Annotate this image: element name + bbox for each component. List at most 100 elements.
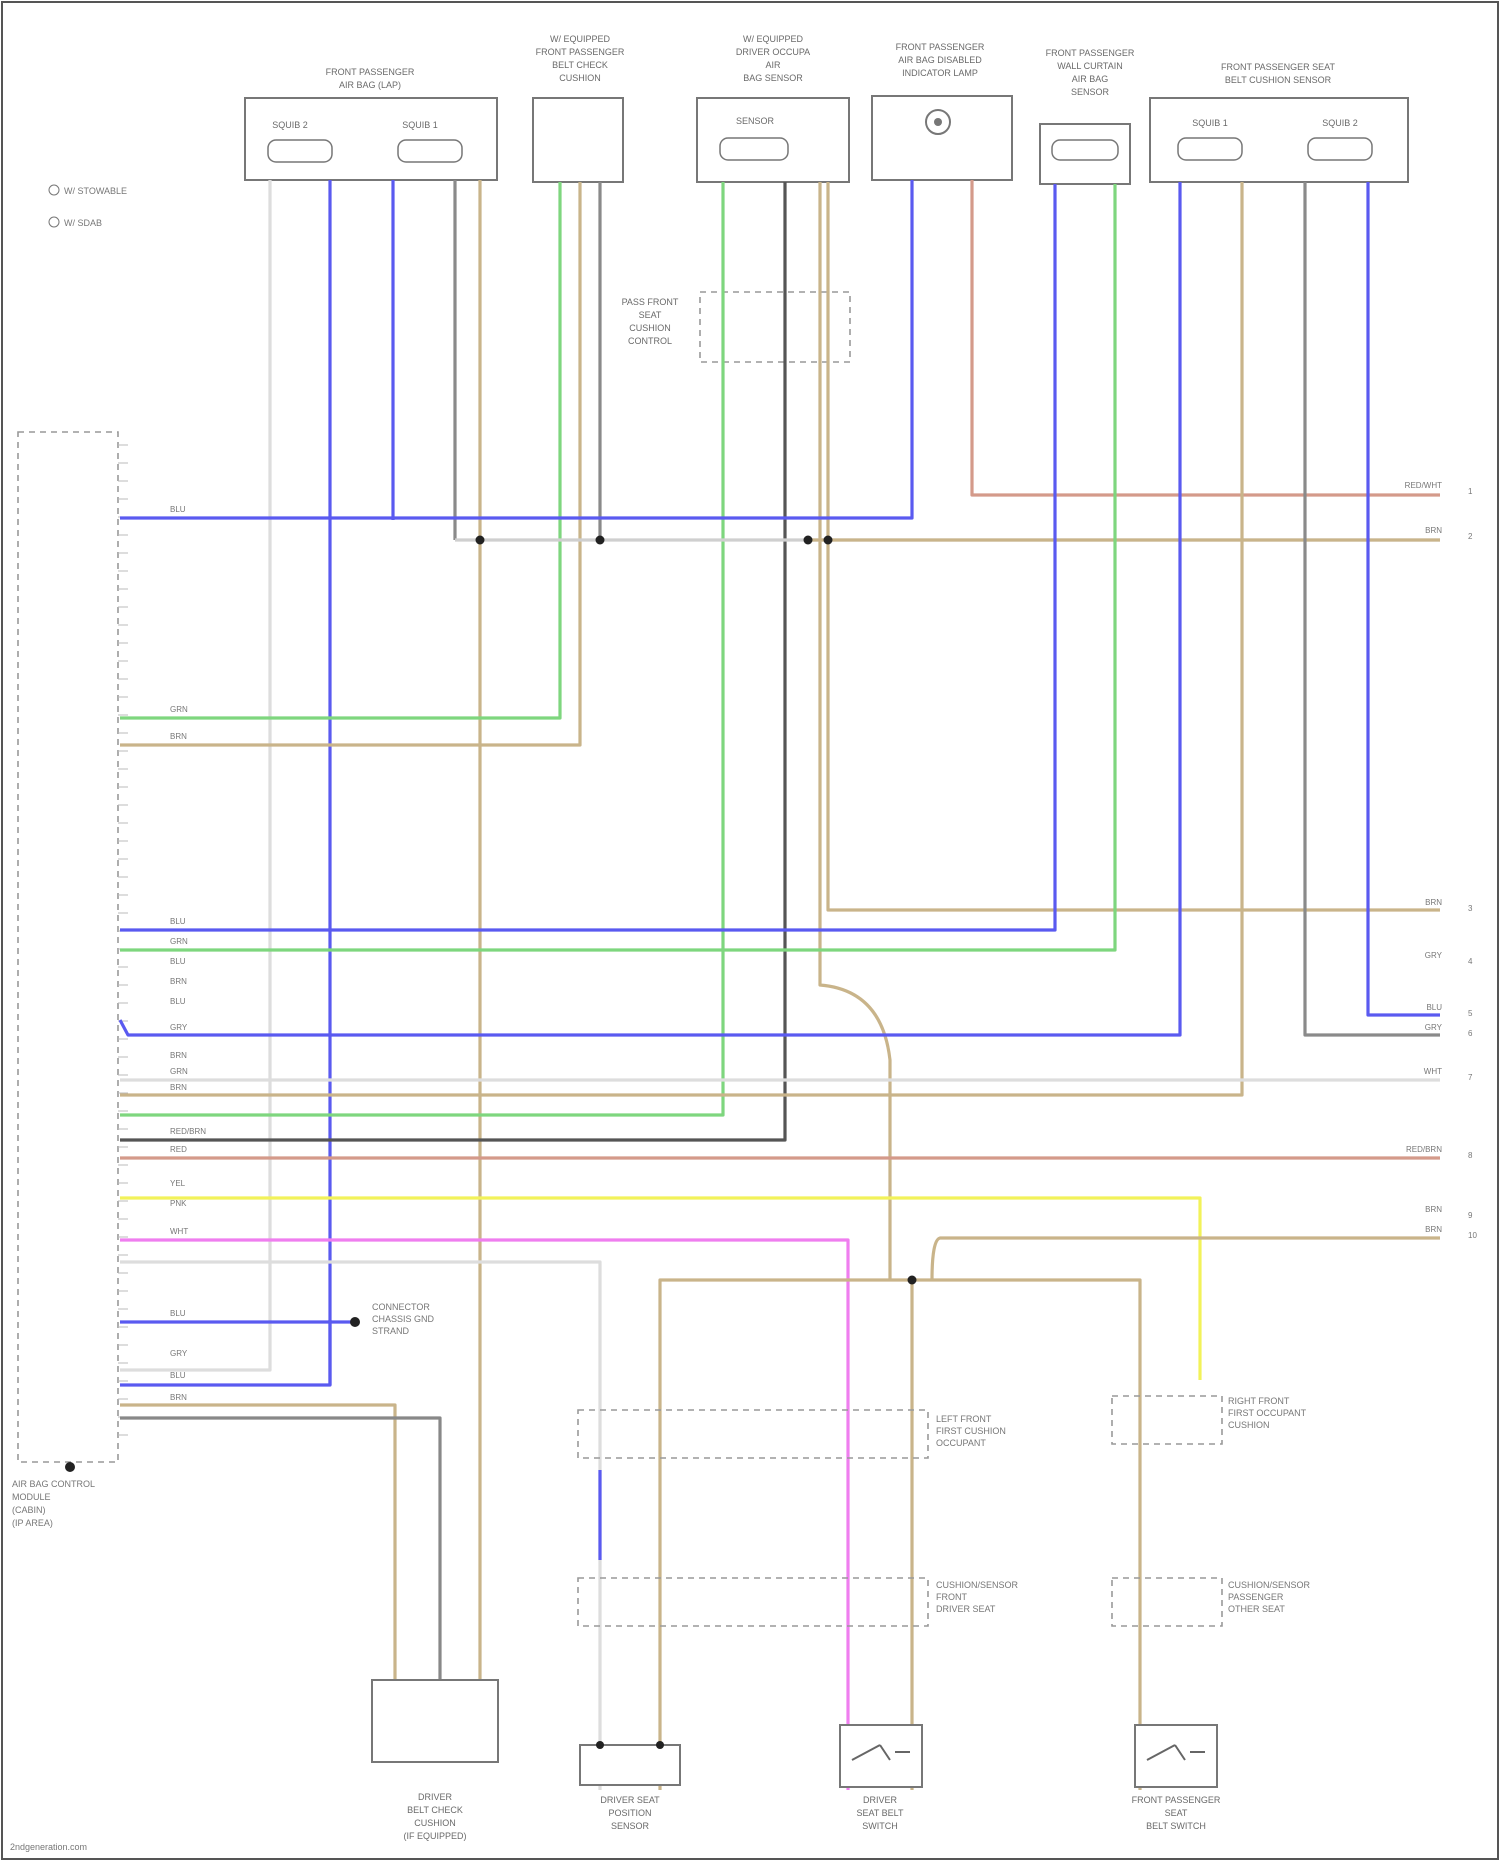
- wire-brown: [120, 1405, 395, 1680]
- pw-title-1: FRONT PASSENGER: [1046, 48, 1135, 58]
- splice-dot-icon: [476, 536, 485, 545]
- wire-green: [120, 182, 723, 1115]
- ps-sub: SENSOR: [736, 116, 775, 126]
- splice-dot-icon: [908, 1276, 917, 1285]
- pbl-title-3: BELT CHECK: [552, 60, 608, 70]
- legend-circle-icon: [49, 217, 59, 227]
- right-edge-labels: RED/WHT1BRN2BRN3GRY4BLU5GRY6WHT7RED/BRN8…: [1405, 481, 1478, 1240]
- module-wire-label: GRN: [170, 1067, 188, 1076]
- wire-green: [120, 182, 560, 718]
- edge-wire-label: BRN: [1425, 1225, 1442, 1234]
- pi-title-3: INDICATOR LAMP: [902, 68, 978, 78]
- ground-dot-icon: [350, 1317, 360, 1327]
- lc-title-3: OCCUPANT: [936, 1438, 986, 1448]
- srs-title-3: (CABIN): [12, 1505, 46, 1515]
- edge-wire-label: BRN: [1425, 1205, 1442, 1214]
- lamp-center-icon: [934, 118, 942, 126]
- right-cushion-box: [1112, 1578, 1222, 1626]
- pp-sub-2: SQUIB 2: [1322, 118, 1358, 128]
- ps-title-1: W/ EQUIPPED: [743, 34, 804, 44]
- edge-wire-label: GRY: [1425, 951, 1443, 960]
- wire-blue: [1368, 182, 1440, 1015]
- srs-title-1: AIR BAG CONTROL: [12, 1479, 95, 1489]
- edge-ref-label: 7: [1468, 1073, 1473, 1082]
- gnd-note-1: CONNECTOR: [372, 1302, 430, 1312]
- component-pass-sensor: W/ EQUIPPED DRIVER OCCUPA AIR BAG SENSOR…: [697, 34, 849, 182]
- module-wire-label: WHT: [170, 1227, 188, 1236]
- edge-wire-label: BLU: [1426, 1003, 1442, 1012]
- footer-text: 2ndgeneration.com: [10, 1842, 87, 1852]
- module-wire-label: RED: [170, 1145, 187, 1154]
- lc-title-1: LEFT FRONT: [936, 1414, 992, 1424]
- ps-title-4: BAG SENSOR: [743, 73, 803, 83]
- splice-dot-icon: [596, 536, 605, 545]
- splice-dot-icon: [804, 536, 813, 545]
- left-conn-labels: LEFT FRONT FIRST CUSHION OCCUPANT: [936, 1414, 1006, 1448]
- module-wire-label: GRN: [170, 937, 188, 946]
- db-title-1: DRIVER: [418, 1792, 453, 1802]
- edge-ref-label: 4: [1468, 957, 1473, 966]
- pc-title-1: PASS FRONT: [622, 297, 679, 307]
- wire-dark: [120, 1418, 440, 1680]
- wire-red: [972, 180, 1440, 495]
- wire-brown: [820, 182, 890, 1280]
- db-title-4: (IF EQUIPPED): [403, 1831, 466, 1841]
- pi-title-1: FRONT PASSENGER: [896, 42, 985, 52]
- pc-title-2: SEAT: [639, 310, 662, 320]
- edge-ref-label: 6: [1468, 1029, 1473, 1038]
- pbs-title-3: BELT SWITCH: [1146, 1821, 1206, 1831]
- rc-title-2: FIRST OCCUPANT: [1228, 1408, 1307, 1418]
- right-conn-labels: RIGHT FRONT FIRST OCCUPANT CUSHION: [1228, 1396, 1307, 1430]
- pbs-title-1: FRONT PASSENGER: [1132, 1795, 1221, 1805]
- wire-brown: [120, 182, 580, 745]
- left-cushion-box: [578, 1578, 928, 1626]
- module-wire-label: GRY: [170, 1023, 188, 1032]
- module-wire-label: BLU: [170, 917, 186, 926]
- wire-blue: [120, 184, 1055, 930]
- squib-2-label: SQUIB 2: [272, 120, 308, 130]
- pp-title-1: FRONT PASSENGER SEAT: [1221, 62, 1336, 72]
- fp-airbag-title-1: FRONT PASSENGER: [326, 67, 415, 77]
- ground-dot-icon: [65, 1462, 75, 1472]
- edge-ref-label: 10: [1468, 1231, 1477, 1240]
- right-connector-box: [1112, 1396, 1222, 1444]
- module-wire-label: RED/BRN: [170, 1127, 206, 1136]
- wire-brown: [660, 1280, 1140, 1790]
- pbl-title-4: CUSHION: [559, 73, 601, 83]
- wires: [120, 180, 1440, 1790]
- module-wire-label: BLU: [170, 997, 186, 1006]
- legend: W/ STOWABLE W/ SDAB: [49, 185, 127, 228]
- wire-blue: [120, 180, 912, 518]
- legend-item-1: W/ STOWABLE: [64, 186, 127, 196]
- splice-dot-icon: [824, 536, 833, 545]
- wire-brown: [932, 1238, 1440, 1280]
- module-wire-label: GRN: [170, 705, 188, 714]
- edge-ref-label: 1: [1468, 487, 1473, 496]
- right-cushion-labels: CUSHION/SENSOR PASSENGER OTHER SEAT: [1228, 1580, 1311, 1614]
- dbs-title-3: SWITCH: [862, 1821, 898, 1831]
- left-connector-box: [578, 1410, 928, 1458]
- module-wire-label: BRN: [170, 1051, 187, 1060]
- db-title-2: BELT CHECK: [407, 1805, 463, 1815]
- pp-sub-1: SQUIB 1: [1192, 118, 1228, 128]
- fp-airbag-title-2: AIR BAG (LAP): [339, 80, 401, 90]
- edge-wire-label: BRN: [1425, 526, 1442, 535]
- edge-ref-label: 5: [1468, 1009, 1473, 1018]
- component-pass-indicator: FRONT PASSENGER AIR BAG DISABLED INDICAT…: [872, 42, 1012, 180]
- module-wire-labels: BLUGRNBRNBLUGRNBLUBRNBLUGRYBRNGRNBRNRED/…: [170, 505, 206, 1402]
- module-wire-label: BLU: [170, 1371, 186, 1380]
- pp-title-2: BELT CUSHION SENSOR: [1225, 75, 1332, 85]
- pw-title-4: SENSOR: [1071, 87, 1110, 97]
- dbs-title-2: SEAT BELT: [856, 1808, 904, 1818]
- wire-white: [120, 180, 270, 1370]
- dsp-title-1: DRIVER SEAT: [600, 1795, 660, 1805]
- pc-title-3: CUSHION: [629, 323, 671, 333]
- component-driver-seat-pos: DRIVER SEAT POSITION SENSOR: [580, 1741, 680, 1831]
- legend-circle-icon: [49, 185, 59, 195]
- module-wire-label: GRY: [170, 1349, 188, 1358]
- dsp-title-3: SENSOR: [611, 1821, 650, 1831]
- dsp-title-2: POSITION: [608, 1808, 651, 1818]
- rc-title-1: RIGHT FRONT: [1228, 1396, 1290, 1406]
- pw-title-2: WALL CURTAIN: [1057, 61, 1123, 71]
